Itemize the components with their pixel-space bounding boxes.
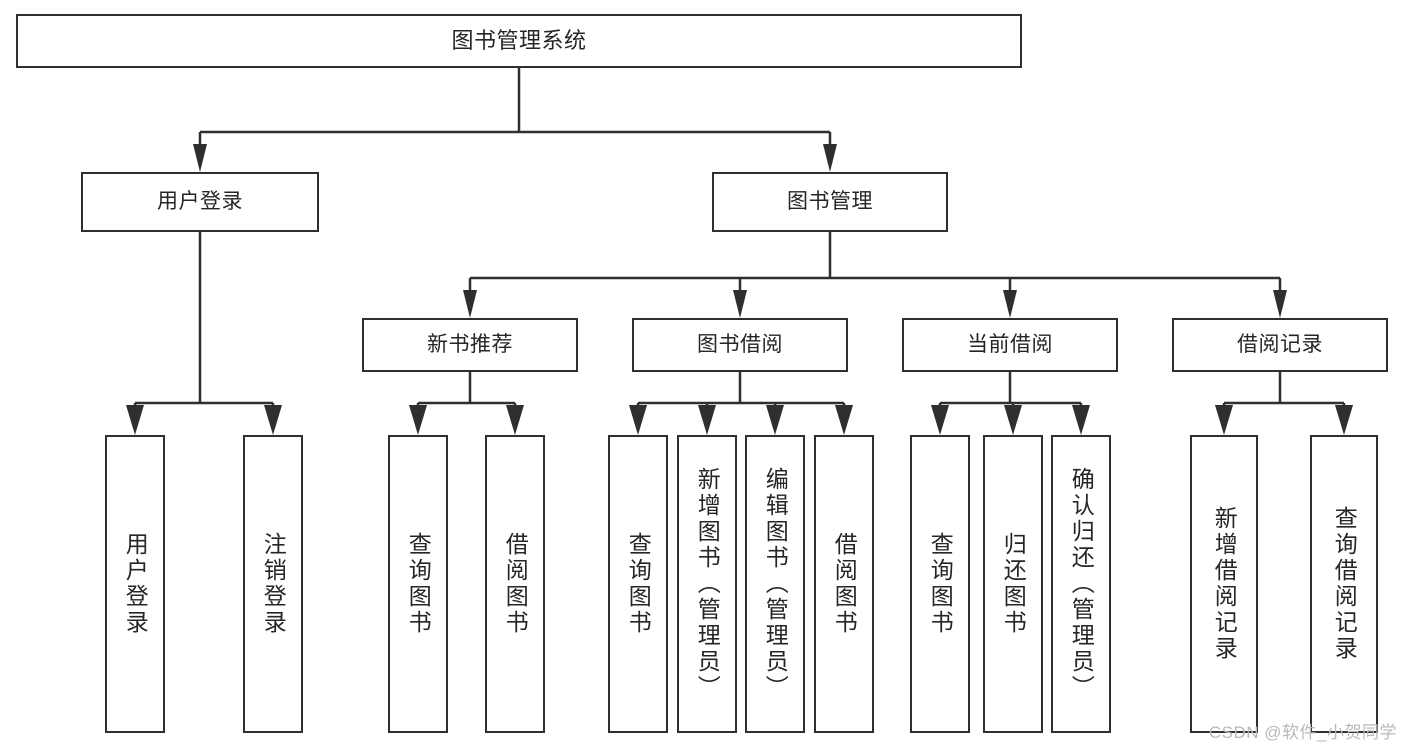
node-leaf-logout[interactable]: 注销登录 [243,435,303,733]
connector-arrowhead [823,144,837,172]
node-label-leaf-edit: 编辑图书（管理员） [762,467,789,701]
node-leaf-conf[interactable]: 确认归还（管理员） [1051,435,1111,733]
connector-arrowhead [1072,405,1090,435]
node-leaf-q3[interactable]: 查询图书 [910,435,970,733]
node-leaf-qrec[interactable]: 查询借阅记录 [1310,435,1378,733]
node-label-leaf-q2: 查询图书 [625,532,652,636]
node-label-current: 当前借阅 [967,332,1053,356]
connector-arrowhead [931,405,949,435]
node-leaf-b1[interactable]: 借阅图书 [485,435,545,733]
node-label-leaf-b2: 借阅图书 [831,532,858,636]
node-borrow[interactable]: 图书借阅 [632,318,848,372]
connector-arrowhead [264,405,282,435]
node-leaf-login[interactable]: 用户登录 [105,435,165,733]
node-label-leaf-logout: 注销登录 [260,532,287,636]
node-leaf-addrec[interactable]: 新增借阅记录 [1190,435,1258,733]
connector-arrowhead [1215,405,1233,435]
connector-arrowhead [506,405,524,435]
node-label-leaf-qrec: 查询借阅记录 [1331,506,1358,662]
node-label-records: 借阅记录 [1237,332,1323,356]
connector-arrowhead [629,405,647,435]
connector-arrowhead [463,290,477,318]
node-current[interactable]: 当前借阅 [902,318,1118,372]
node-label-leaf-ret: 归还图书 [1000,532,1027,636]
node-label-root: 图书管理系统 [451,28,587,54]
watermark-text: CSDN @软件_小贺同学 [1208,723,1397,742]
node-leaf-b2[interactable]: 借阅图书 [814,435,874,733]
node-label-leaf-q1: 查询图书 [405,532,432,636]
node-label-leaf-login: 用户登录 [122,532,149,636]
node-leaf-edit[interactable]: 编辑图书（管理员） [745,435,805,733]
node-label-borrow: 图书借阅 [697,332,783,356]
connector-arrowhead [698,405,716,435]
node-root[interactable]: 图书管理系统 [16,14,1022,68]
connector-arrowhead [1273,290,1287,318]
node-label-leaf-addrec: 新增借阅记录 [1211,506,1238,662]
node-label-login: 用户登录 [157,189,243,213]
connector-arrowhead [409,405,427,435]
node-login[interactable]: 用户登录 [81,172,319,232]
connector-arrowhead [1335,405,1353,435]
node-label-leaf-b1: 借阅图书 [502,532,529,636]
node-label-bookmgr: 图书管理 [787,189,873,213]
connector-arrowhead [733,290,747,318]
connector-arrowhead [126,405,144,435]
node-label-newbook: 新书推荐 [427,332,513,356]
node-leaf-ret[interactable]: 归还图书 [983,435,1043,733]
node-leaf-add[interactable]: 新增图书（管理员） [677,435,737,733]
node-label-leaf-q3: 查询图书 [927,532,954,636]
connector-arrowhead [193,144,207,172]
node-bookmgr[interactable]: 图书管理 [712,172,948,232]
node-records[interactable]: 借阅记录 [1172,318,1388,372]
connector-arrowhead [1003,290,1017,318]
node-leaf-q1[interactable]: 查询图书 [388,435,448,733]
node-newbook[interactable]: 新书推荐 [362,318,578,372]
connector-arrowhead [835,405,853,435]
node-label-leaf-add: 新增图书（管理员） [694,467,721,701]
connector-arrowhead [766,405,784,435]
connector-arrowhead [1004,405,1022,435]
node-leaf-q2[interactable]: 查询图书 [608,435,668,733]
node-label-leaf-conf: 确认归还（管理员） [1068,467,1095,701]
